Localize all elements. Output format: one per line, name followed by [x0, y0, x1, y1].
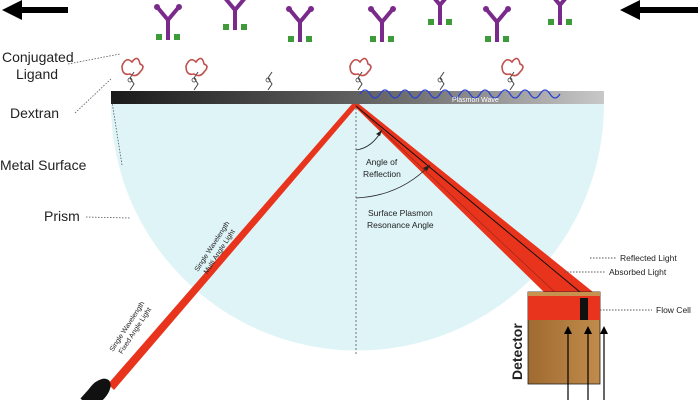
arrow-up-icon	[600, 326, 608, 334]
spr-angle-arc	[355, 164, 431, 199]
absorbed-light-label: Absorbed Light	[609, 267, 667, 277]
detector-arrows	[567, 332, 605, 400]
ligand-icon	[501, 57, 524, 91]
ligand-icon	[121, 57, 144, 91]
left-leaders	[67, 53, 131, 219]
reflected-light-label: Reflected Light	[620, 253, 677, 263]
antibody-icon	[368, 6, 396, 42]
flow-cell-top	[528, 292, 600, 296]
absorbed-line	[355, 105, 587, 298]
conjugated-ligand-label-2: Ligand	[16, 66, 58, 82]
plasmon-wave-label: Plasmon Wave	[452, 97, 499, 104]
angle-of-reflection-label-1: Angle of	[366, 157, 398, 167]
flow-cell-label: Flow Cell	[656, 305, 691, 315]
incident-beam	[108, 104, 359, 390]
antibody-icon	[428, 0, 452, 25]
prism-label: Prism	[44, 208, 80, 224]
spr-angle-label-2: Resonance Angle	[367, 220, 434, 230]
flow-cell	[528, 296, 600, 320]
prism-shape	[111, 104, 604, 351]
antibody-icon	[483, 6, 511, 42]
ligand-group	[121, 57, 524, 91]
antibody-icon	[223, 0, 247, 30]
antibody-icon	[286, 6, 314, 42]
detector-element	[580, 298, 588, 320]
arrowhead-icon	[376, 130, 382, 136]
plasmon-wave	[359, 89, 561, 99]
dextran-label: Dextran	[10, 105, 59, 121]
angle-of-reflection-label-2: Reflection	[363, 169, 401, 179]
ligand-icon	[265, 71, 273, 91]
reflected-beam	[352, 104, 598, 296]
laser-source-icon	[80, 378, 111, 400]
reflected-edge-line	[355, 105, 561, 298]
spr-angle-label-1: Surface Plasmon	[368, 208, 433, 218]
ligand-icon	[185, 57, 208, 91]
conjugated-ligand-label-1: Conjugated	[2, 49, 74, 65]
detector-label: Detector	[509, 323, 525, 380]
arrow-up-icon	[564, 326, 572, 334]
metal-surface-label: Metal Surface	[0, 157, 87, 173]
arrowhead-icon	[423, 165, 430, 171]
arrow-up-icon	[584, 326, 592, 334]
antibody-icon	[548, 0, 572, 25]
arrow-left-icon	[2, 0, 68, 20]
arrow-left-icon	[620, 0, 698, 20]
antibody-group	[154, 0, 572, 42]
antibody-icon	[154, 4, 182, 40]
metal-surface-bar	[111, 91, 604, 104]
ligand-icon	[349, 57, 372, 91]
ligand-icon	[437, 71, 445, 91]
